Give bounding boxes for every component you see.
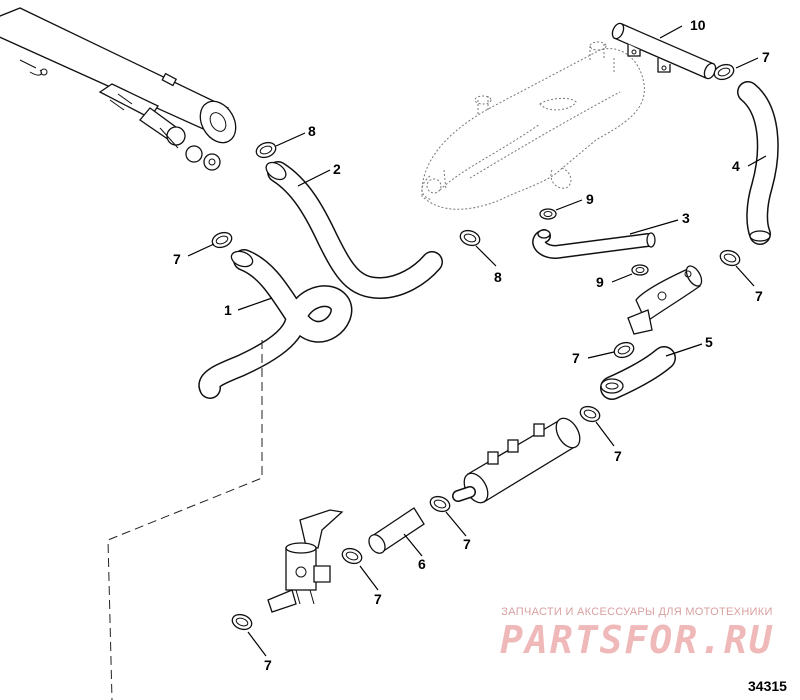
callout-7d: 7 — [572, 350, 580, 366]
part-6-tube — [368, 507, 425, 554]
callout-4: 4 — [732, 158, 740, 174]
clamp-9a — [539, 208, 557, 220]
part-4-hose — [737, 81, 779, 245]
lower-cooler — [452, 417, 581, 504]
clamp-9b — [631, 264, 649, 276]
exhaust-manifold — [421, 41, 645, 210]
callout-6: 6 — [418, 556, 426, 572]
callout-7a: 7 — [173, 251, 181, 267]
callout-10: 10 — [690, 17, 706, 33]
clamp-7b — [713, 63, 735, 81]
clamp-7d — [613, 341, 635, 359]
callout-labels: 1 2 3 4 5 6 7 7 7 7 7 7 7 7 8 8 9 9 10 — [173, 17, 770, 673]
part-10-pipe — [611, 22, 717, 80]
hose-clamps — [211, 63, 741, 631]
callout-3: 3 — [682, 210, 690, 226]
part-2-hose — [265, 161, 443, 299]
callout-7c: 7 — [755, 288, 763, 304]
part-3-hose — [532, 229, 656, 259]
callout-5: 5 — [705, 334, 713, 350]
heat-exchanger — [0, 7, 237, 171]
clamp-7e — [579, 405, 601, 423]
thermostat-housing — [627, 265, 703, 335]
site-watermark: ЗАПЧАСТИ И АКСЕССУАРЫ ДЛЯ МОТОТЕХНИКИ PA… — [487, 606, 787, 662]
callout-9a: 9 — [586, 191, 594, 207]
clamp-7g — [341, 547, 363, 565]
part-1-hose — [198, 249, 353, 399]
clamp-7c — [719, 249, 741, 267]
callout-2: 2 — [333, 161, 341, 177]
callout-7f: 7 — [463, 536, 471, 552]
watermark-tagline: ЗАПЧАСТИ И АКСЕССУАРЫ ДЛЯ МОТОТЕХНИКИ — [501, 606, 773, 618]
clamp-7h — [231, 613, 253, 631]
callout-7e: 7 — [614, 448, 622, 464]
watermark-logo: PARTSFOR.RU — [500, 618, 774, 662]
leader-lines — [187, 25, 767, 657]
callout-1: 1 — [224, 302, 232, 318]
callout-9b: 9 — [596, 274, 604, 290]
callout-8b: 8 — [494, 269, 502, 285]
part-5-hose — [600, 346, 676, 400]
clamp-8a — [255, 141, 277, 159]
callout-7g: 7 — [374, 591, 382, 607]
callout-8a: 8 — [308, 123, 316, 139]
callout-7b: 7 — [762, 49, 770, 65]
water-pump — [267, 509, 344, 613]
clamp-8b — [459, 229, 481, 247]
callout-7h: 7 — [264, 657, 272, 673]
connection-dashed-line — [107, 340, 263, 700]
clamp-7a — [211, 231, 233, 249]
figure-number: 34315 — [748, 678, 787, 694]
clamp-7f — [429, 495, 451, 513]
